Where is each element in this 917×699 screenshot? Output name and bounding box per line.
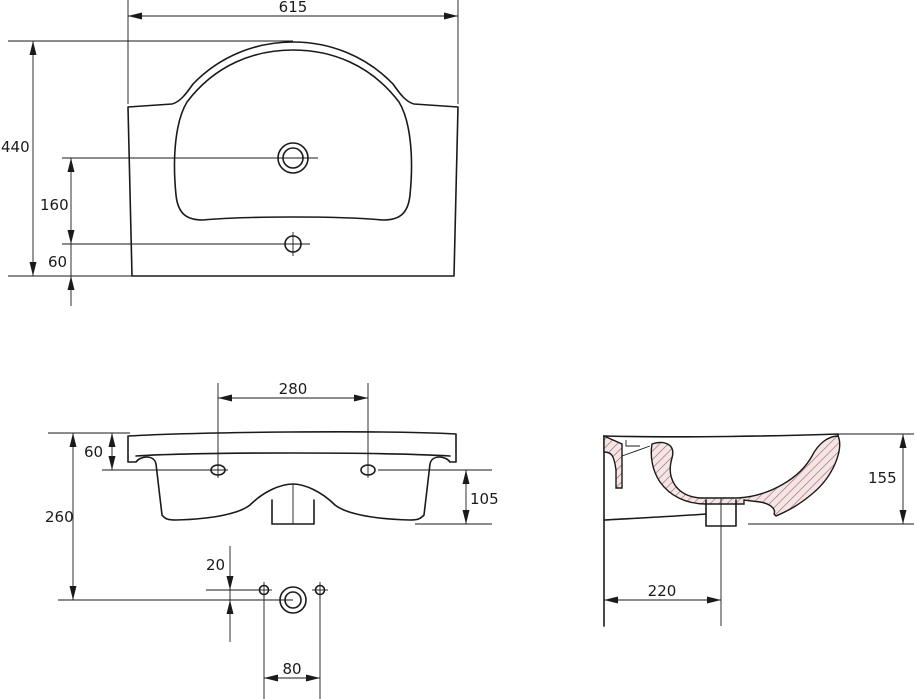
front-view-outline — [127, 431, 457, 521]
dim-fixing-spacing: 280 — [279, 380, 308, 398]
top-view-outline — [127, 41, 459, 277]
front-view-bowl-top — [135, 452, 451, 457]
waste-fitting-inner — [284, 591, 302, 609]
side-view-underside — [603, 513, 707, 521]
dim-waste-offset: 20 — [206, 556, 225, 574]
dim-fixing-to-bottom: 105 — [470, 490, 499, 508]
side-view-back-wall — [603, 434, 623, 489]
dim-width: 615 — [279, 0, 308, 16]
dim-side-height: 155 — [868, 469, 897, 487]
front-view: 280 60 260 105 20 — [45, 380, 499, 699]
dim-tap-hole: 160 — [40, 196, 69, 214]
top-view: 615 440 160 60 — [1, 0, 459, 306]
top-view-bowl — [173, 49, 413, 221]
dim-depth: 440 — [1, 138, 30, 156]
waste-fitting-outer — [279, 586, 307, 614]
side-view-top — [603, 433, 839, 441]
dim-total-height: 260 — [45, 508, 74, 526]
dim-fixing-height: 60 — [84, 443, 103, 461]
side-view: 155 220 — [603, 433, 914, 627]
dim-waste-spacing: 80 — [282, 660, 301, 678]
side-view-bowl-section — [650, 435, 841, 517]
dim-waste-from-wall: 220 — [648, 582, 677, 600]
dim-mount: 60 — [48, 253, 67, 271]
